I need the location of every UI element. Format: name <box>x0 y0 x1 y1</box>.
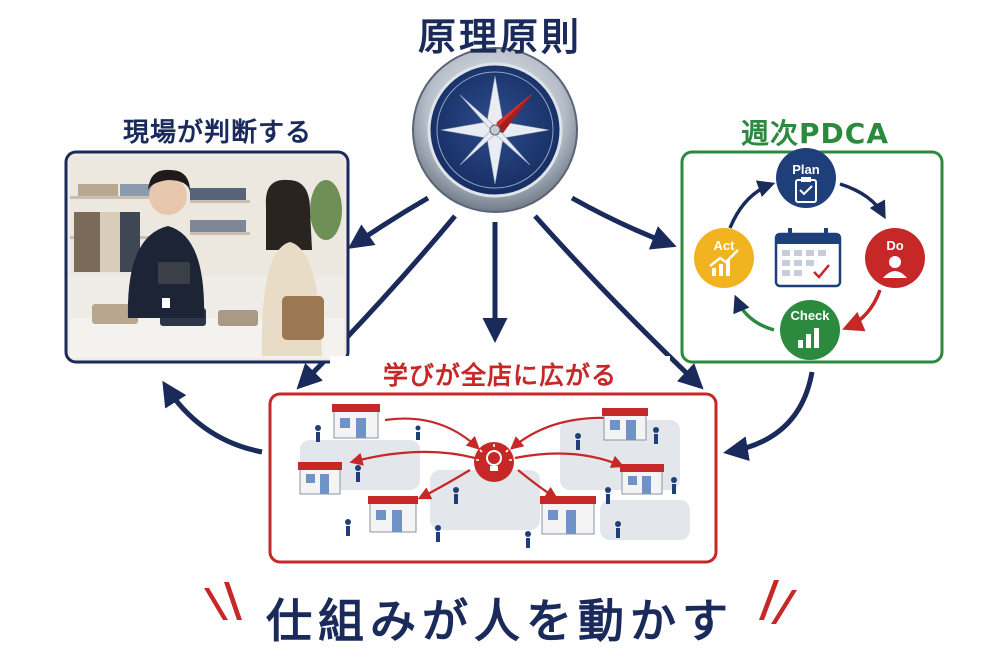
growth-chart-icon <box>709 249 739 276</box>
store-icon <box>368 496 418 533</box>
person-icon <box>883 256 907 278</box>
flow-arrows <box>162 195 815 462</box>
store-photo <box>64 150 350 364</box>
slogan-accent-left <box>204 582 242 620</box>
pdca-plan-label: Plan <box>792 162 820 177</box>
store-icon <box>602 408 648 441</box>
bottom-panel-label: 学びが全店に広がる <box>330 356 670 392</box>
pdca-act-label: Act <box>713 238 735 253</box>
diagram-title: 原理原則 <box>417 15 582 59</box>
bar-chart-icon <box>798 328 819 348</box>
store-icon <box>540 496 596 535</box>
person-figure-icon <box>315 425 677 548</box>
right-panel-label: 週次PDCA <box>741 117 889 150</box>
store-icon <box>332 404 380 439</box>
pdca-do-label: Do <box>886 238 904 253</box>
left-panel-label: 現場が判断する <box>122 118 312 148</box>
slogan: 仕組みが人を動かす <box>266 594 734 648</box>
lightbulb-icon <box>474 442 514 482</box>
clipboard-icon <box>795 177 817 203</box>
spread-arrows <box>349 416 625 500</box>
compass-icon <box>412 47 578 213</box>
store-icon <box>298 462 342 495</box>
calendar-icon <box>774 228 842 288</box>
slogan-accent-right <box>759 580 797 624</box>
pdca-check-label: Check <box>790 308 830 323</box>
store-icon <box>620 464 664 495</box>
